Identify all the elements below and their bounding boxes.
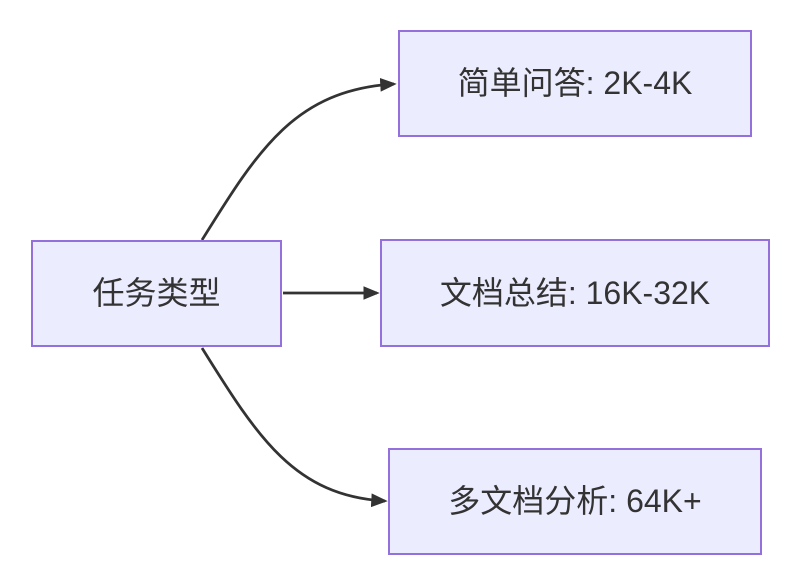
node-task-type: 任务类型: [31, 240, 282, 347]
node-doc-summary-label: 文档总结: 16K-32K: [439, 274, 711, 311]
edge-root-to-multi-doc: [200, 347, 388, 508]
node-simple-qa: 简单问答: 2K-4K: [398, 30, 752, 137]
node-doc-summary: 文档总结: 16K-32K: [380, 239, 770, 347]
node-multi-doc-label: 多文档分析: 64K+: [448, 483, 702, 520]
node-multi-doc: 多文档分析: 64K+: [388, 448, 762, 555]
node-task-type-label: 任务类型: [92, 275, 221, 312]
edge-root-to-simple-qa: [200, 77, 397, 241]
node-simple-qa-label: 简单问答: 2K-4K: [457, 65, 693, 102]
